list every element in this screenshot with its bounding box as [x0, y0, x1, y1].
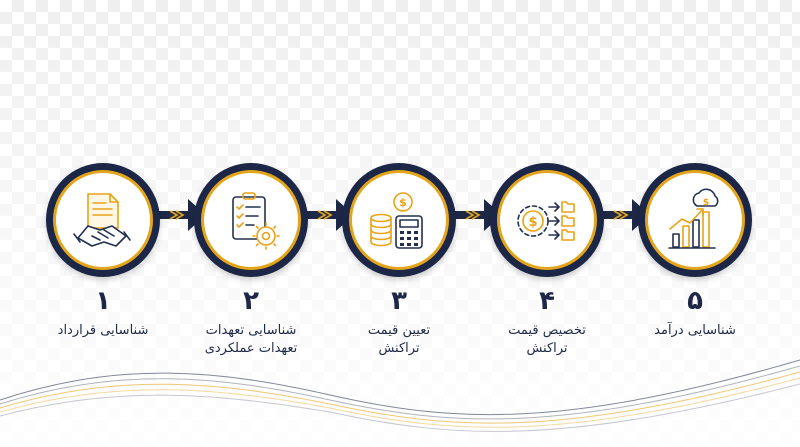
- step-number-5: ۵: [687, 286, 703, 316]
- step-label-4: تخصیص قیمت تراکنش: [472, 322, 622, 358]
- step-label-2-line-1: شناسایی تعهدات: [205, 323, 297, 338]
- svg-text:$: $: [399, 196, 407, 209]
- step-label-3-line-1: تعیین قیمت: [367, 323, 431, 338]
- step-label-1-line-1: شناسایی قرارداد: [57, 323, 149, 338]
- dollar-allocation-icon: $: [517, 201, 575, 241]
- step-number-4: ۴: [539, 286, 555, 316]
- growth-chart-icon: $: [668, 188, 719, 249]
- step-label-5-line-1: شناسایی درآمد: [654, 323, 736, 338]
- step-label-2: شناسایی تعهدات تعهدات عملکردی: [176, 322, 326, 358]
- step-number-2: ۲: [243, 286, 259, 316]
- step-label-4-line-2: تراکنش: [526, 341, 568, 356]
- decorative-waves: [0, 359, 800, 432]
- step-label-1: شناسایی قرارداد: [28, 322, 178, 340]
- step-label-5: شناسایی درآمد: [620, 322, 770, 340]
- coins-calculator-icon: $: [370, 192, 423, 249]
- handshake-contract-icon: [73, 193, 131, 247]
- step-label-3: تعیین قیمت تراکنش: [324, 322, 474, 358]
- step-number-1: ۱: [95, 286, 111, 316]
- step-label-4-line-1: تخصیص قیمت: [508, 323, 586, 338]
- checklist-gear-icon: [232, 192, 280, 250]
- step-number-3: ۳: [391, 286, 407, 316]
- svg-text:$: $: [703, 198, 709, 208]
- svg-text:$: $: [528, 215, 537, 230]
- step-circle-4: [490, 163, 604, 277]
- step-label-2-line-2: تعهدات عملکردی: [204, 341, 298, 356]
- step-label-3-line-2: تراکنش: [378, 341, 420, 356]
- step-circle-2: [194, 163, 308, 277]
